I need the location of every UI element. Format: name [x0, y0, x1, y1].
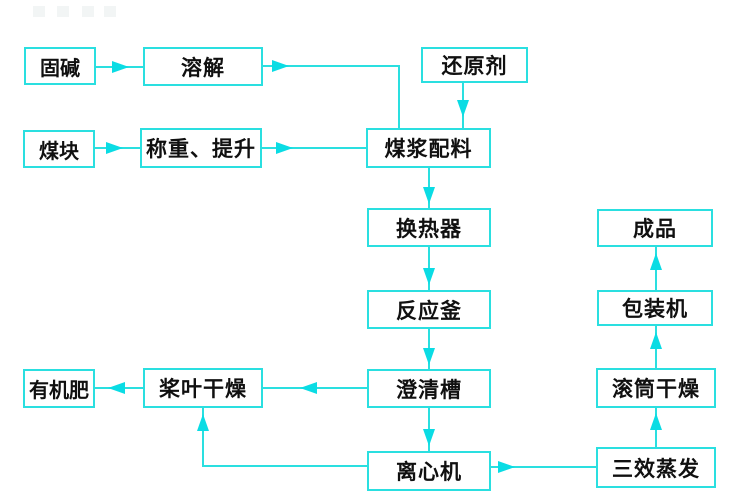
- connector-line: [263, 65, 400, 67]
- arrowhead-down-icon: [423, 268, 435, 285]
- arrowhead-up-icon: [197, 414, 209, 431]
- connector-line: [203, 465, 367, 467]
- arrowhead-up-icon: [650, 413, 662, 430]
- arrowhead-down-icon: [423, 187, 435, 204]
- faint-smudge: [57, 6, 69, 17]
- arrowhead-down-icon: [457, 100, 469, 117]
- arrowhead-down-icon: [423, 429, 435, 446]
- node-coal-slurry-batching: 煤浆配料: [366, 128, 491, 168]
- node-coal-lump: 煤块: [23, 130, 95, 168]
- node-paddle-dryer: 桨叶干燥: [143, 368, 263, 408]
- arrowhead-left-icon: [300, 382, 317, 394]
- arrowhead-up-icon: [650, 332, 662, 349]
- node-weighing-lifting: 称重、提升: [140, 128, 262, 168]
- node-centrifuge: 离心机: [367, 451, 491, 491]
- node-packaging-machine: 包装机: [597, 290, 713, 326]
- faint-smudge: [104, 6, 116, 17]
- node-organic-fertilizer: 有机肥: [23, 369, 95, 408]
- node-finished-product: 成品: [597, 209, 713, 247]
- arrowhead-right-icon: [498, 461, 515, 473]
- connector-line: [398, 65, 400, 128]
- node-solid-alkali: 固碱: [24, 47, 96, 85]
- node-heat-exchanger: 换热器: [367, 208, 491, 247]
- arrowhead-left-icon: [108, 382, 125, 394]
- arrowhead-up-icon: [650, 253, 662, 270]
- arrowhead-right-icon: [276, 142, 293, 154]
- node-reactor: 反应釜: [367, 290, 491, 329]
- node-triple-effect-evaporator: 三效蒸发: [596, 447, 716, 488]
- arrowhead-right-icon: [112, 61, 129, 73]
- faint-smudge: [33, 6, 45, 17]
- node-reducing-agent: 还原剂: [421, 47, 528, 83]
- faint-smudge: [82, 6, 94, 17]
- arrowhead-right-icon: [272, 60, 289, 72]
- node-drum-dryer: 滚筒干燥: [596, 368, 716, 408]
- connector-line: [202, 408, 204, 467]
- node-dissolve: 溶解: [143, 47, 263, 86]
- connector-line: [491, 466, 596, 468]
- arrowhead-right-icon: [106, 142, 123, 154]
- node-clarifier: 澄清槽: [367, 369, 491, 408]
- connector-line: [262, 147, 366, 149]
- arrowhead-down-icon: [423, 348, 435, 365]
